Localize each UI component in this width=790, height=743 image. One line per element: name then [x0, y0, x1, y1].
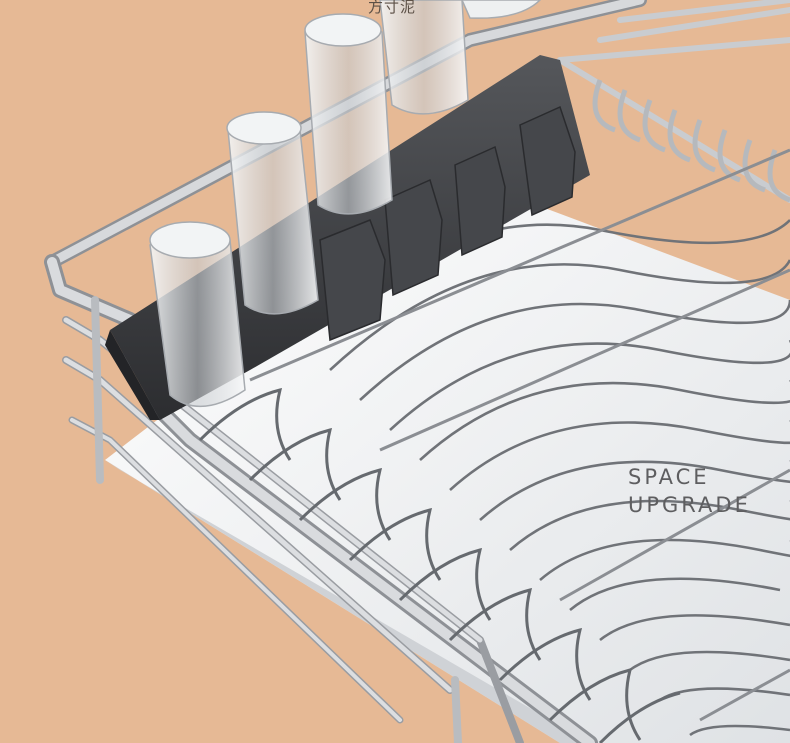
wire-crossbars — [249, 148, 790, 722]
drinking-glasses — [149, 0, 542, 407]
plate-rack — [592, 79, 790, 203]
slogan-line-2: UPGRADE — [628, 493, 751, 517]
wire-grid — [299, 219, 790, 737]
slogan-line-1: SPACE — [628, 465, 710, 489]
drip-tray — [105, 180, 790, 743]
brand-text: 方寸泥 — [368, 0, 417, 16]
front-dish-loops — [198, 387, 681, 743]
slogan: SPACE UPGRADE — [628, 463, 751, 519]
